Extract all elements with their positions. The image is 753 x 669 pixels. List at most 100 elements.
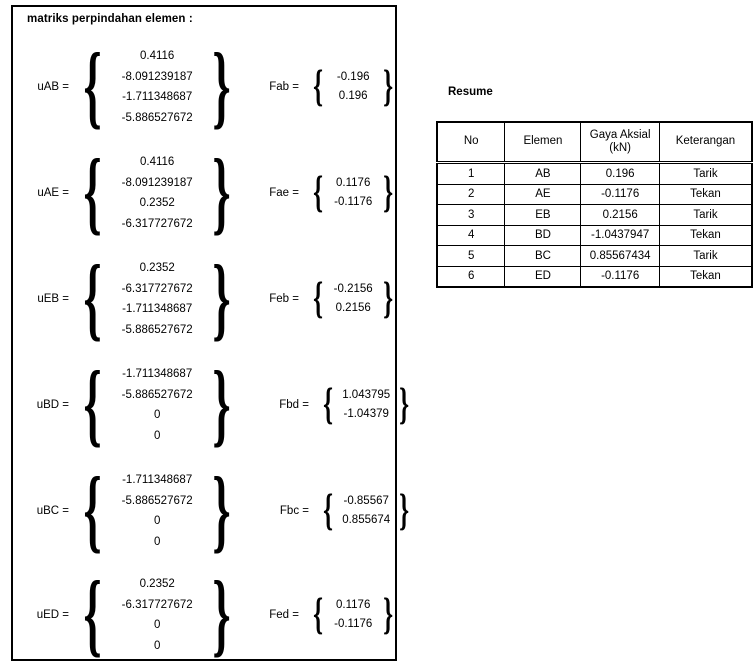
vector-value: -5.886527672 [121, 388, 193, 401]
resume-table: No Elemen Gaya Aksial (kN) Keterangan 1 … [436, 121, 753, 288]
cell-keterangan: Tarik [658, 204, 753, 226]
matrix-group-ued: uED = { 0.2352 -6.317727672 0 0 } Fed = … [13, 563, 395, 667]
brace-open-icon: { [313, 61, 324, 111]
vector-value: -1.711348687 [122, 91, 193, 103]
column-header-line-2: (kN) [609, 142, 632, 154]
force-vector-fbd: Fbd = { 1.043795 -1.04379 } [271, 353, 411, 457]
brace-close-icon: } [212, 562, 231, 667]
vector-value: 0.2352 [139, 197, 175, 209]
force-vector-feb: Feb = { -0.2156 0.2156 } [261, 247, 395, 351]
force-vector-fae: Fae = { 0.1176 -0.1176 } [261, 141, 395, 245]
vector-value: 0.2156 [335, 302, 371, 314]
brace-close-icon: } [212, 140, 231, 245]
vector-value: -0.2156 [333, 283, 373, 295]
cell-elemen: BC [504, 245, 582, 267]
vector-value: 1.043795 [342, 389, 391, 401]
cell-keterangan: Tekan [658, 224, 753, 246]
vector-value: -6.317727672 [121, 282, 193, 295]
force-vector-fed: Fed = { 0.1176 -0.1176 } [261, 563, 395, 667]
vector-value: -0.196 [336, 71, 370, 83]
cell-no: 4 [436, 224, 506, 246]
vector-values: -1.711348687 -5.886527672 0 0 [107, 364, 207, 446]
vector-value: -5.886527672 [121, 111, 193, 124]
vector-label-uab: uAB = [37, 81, 69, 93]
vector-label-fbc: Fbc = [279, 505, 309, 517]
brace-close-icon: } [212, 34, 231, 139]
cell-elemen: AE [504, 183, 582, 205]
brace-group: { 0.2352 -6.317727672 0 0 } [78, 562, 236, 667]
vector-value: -0.85567 [343, 495, 389, 507]
column-header-gaya-aksial: Gaya Aksial (kN) [580, 121, 660, 164]
vector-value: -5.886527672 [121, 323, 193, 336]
brace-open-icon: { [323, 379, 334, 429]
matrix-group-ueb: uEB = { 0.2352 -6.317727672 -1.711348687… [13, 247, 395, 351]
brace-group: { 0.1176 -0.1176 } [311, 167, 395, 217]
vector-value: -6.317727672 [121, 217, 193, 230]
brace-close-icon: } [383, 273, 394, 323]
vector-values: 0.1176 -0.1176 [325, 596, 381, 634]
vector-values: 0.2352 -6.317727672 -1.711348687 -5.8865… [107, 258, 207, 340]
cell-elemen: ED [504, 265, 582, 288]
matrix-group-ubd: uBD = { -1.711348687 -5.886527672 0 0 } … [13, 353, 410, 457]
vector-value: 0.2352 [139, 578, 175, 590]
force-vector-fbc: Fbc = { -0.85567 0.855674 } [271, 459, 411, 563]
table-row: 6 ED -0.1176 Tekan [436, 265, 753, 288]
brace-group: { -0.85567 0.855674 } [321, 488, 411, 531]
brace-group: { -0.196 0.196 } [311, 61, 395, 111]
vector-values: -0.85567 0.855674 [335, 492, 397, 530]
column-header-elemen: Elemen [504, 121, 582, 164]
vector-value: 0 [153, 429, 161, 442]
vector-value: -1.711348687 [122, 368, 193, 380]
table-row: 3 EB 0.2156 Tarik [436, 204, 753, 226]
vector-value: 0 [153, 639, 161, 652]
vector-values: -0.2156 0.2156 [325, 280, 381, 318]
column-header-no: No [436, 121, 506, 164]
brace-close-icon: } [399, 379, 410, 429]
vector-value: -1.711348687 [122, 303, 193, 315]
brace-group: { 1.043795 -1.04379 } [321, 379, 411, 429]
vector-value: 0.1176 [336, 177, 371, 189]
cell-gaya-aksial: -0.1176 [580, 183, 660, 205]
vector-value: -8.091239187 [121, 176, 193, 189]
displacement-vector-ueb: uEB = { 0.2352 -6.317727672 -1.711348687… [23, 247, 236, 351]
column-header-line-1: Gaya Aksial [589, 128, 651, 141]
displacement-vector-ubd: uBD = { -1.711348687 -5.886527672 0 0 } [23, 353, 236, 457]
vector-label-ueb: uEB = [37, 293, 69, 305]
vector-label-ued: uED = [36, 609, 69, 621]
displacement-vector-ubc: uBC = { -1.711348687 -5.886527672 0 0 } [23, 459, 236, 563]
vector-value: 0 [153, 535, 161, 548]
vector-label-ubd: uBD = [36, 399, 69, 411]
brace-group: { 0.2352 -6.317727672 -1.711348687 -5.88… [78, 252, 236, 345]
table-header-row: No Elemen Gaya Aksial (kN) Keterangan [436, 121, 753, 164]
brace-close-icon: } [383, 61, 394, 111]
brace-group: { -1.711348687 -5.886527672 0 0 } [78, 458, 236, 563]
vector-value: -6.317727672 [121, 598, 193, 611]
resume-title: Resume [448, 86, 493, 98]
table-row: 5 BC 0.85567434 Tarik [436, 245, 753, 267]
vector-value: -5.886527672 [121, 494, 193, 507]
cell-no: 5 [436, 245, 506, 267]
cell-elemen: EB [504, 204, 582, 226]
panel-title: matriks perpindahan elemen : [27, 13, 193, 25]
table-row: 4 BD -1.0437947 Tekan [436, 224, 753, 246]
brace-group: { -0.2156 0.2156 } [311, 273, 395, 323]
cell-keterangan: Tekan [658, 265, 753, 288]
cell-keterangan: Tekan [658, 183, 753, 205]
cell-elemen: BD [504, 224, 582, 246]
vector-values: 1.043795 -1.04379 [335, 386, 397, 424]
matrix-panel: matriks perpindahan elemen : uAB = { 0.4… [11, 5, 410, 661]
cell-keterangan: Tarik [658, 162, 753, 185]
vector-values: 0.4116 -8.091239187 -1.711348687 -5.8865… [107, 46, 207, 128]
vector-values: 0.4116 -8.091239187 0.2352 -6.317727672 [107, 152, 207, 234]
vector-label-ubc: uBC = [36, 505, 69, 517]
vector-value: -0.1176 [334, 196, 373, 208]
brace-group: { 0.1176 -0.1176 } [311, 592, 395, 635]
force-vector-fab: Fab = { -0.196 0.196 } [261, 35, 395, 139]
vector-label-fae: Fae = [269, 187, 299, 199]
brace-close-icon: } [212, 458, 231, 563]
brace-open-icon: { [83, 352, 102, 457]
brace-open-icon: { [313, 167, 324, 217]
vector-values: 0.2352 -6.317727672 0 0 [107, 574, 207, 656]
vector-label-feb: Feb = [269, 293, 299, 305]
vector-value: -1.711348687 [122, 474, 193, 486]
